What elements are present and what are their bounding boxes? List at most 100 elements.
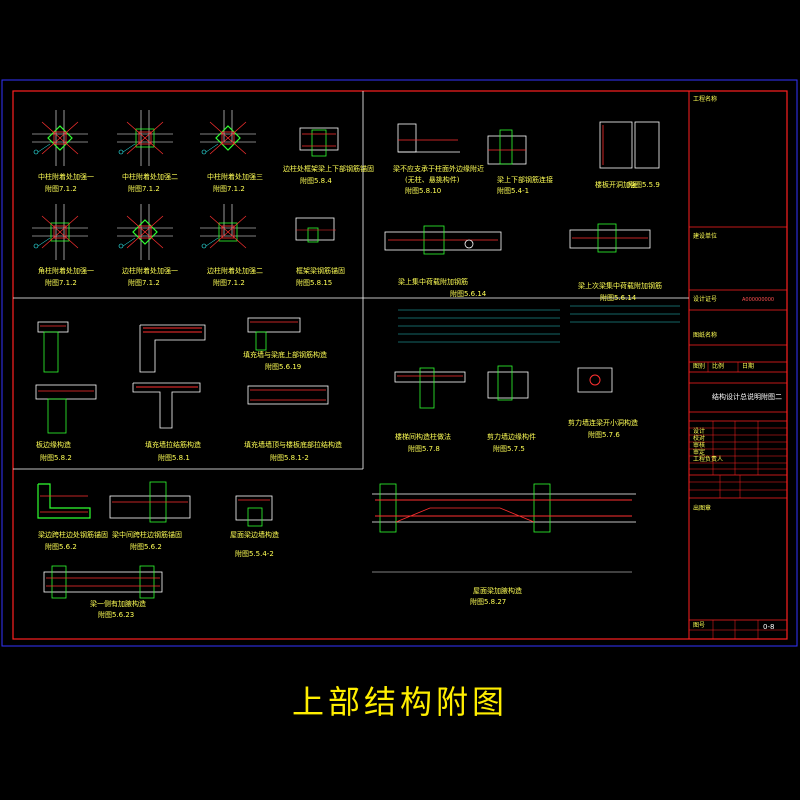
ref-d22: 附图5.6.2	[130, 543, 162, 551]
reinforcement-cage	[138, 131, 152, 145]
leader-dot	[118, 243, 124, 249]
wall-tee	[132, 382, 201, 429]
haunch-bar	[395, 507, 535, 523]
tb-no-label: 图号	[693, 622, 706, 629]
caption-d9: 填充墙与梁底上部钢筋构造	[243, 351, 327, 359]
ref-d25: 附图5.8.27	[470, 598, 507, 606]
wall-corner	[139, 324, 206, 373]
caption-d4: 边柱处框架梁上下部钢筋锚固	[283, 165, 374, 173]
column-section	[50, 222, 70, 242]
slab-tie	[247, 385, 329, 405]
caption-d6: 边柱附着处加强一	[122, 267, 178, 275]
leader-line	[37, 237, 51, 247]
caption-d1: 中柱附着处加强一	[38, 173, 94, 181]
column-section	[218, 222, 238, 242]
opening-frame	[599, 121, 633, 169]
coupling-beam	[577, 367, 613, 393]
tb-date-label: 日期	[742, 363, 755, 370]
ref-d20: 附图5.7.6	[588, 431, 620, 439]
reinforcement-cage	[221, 131, 235, 145]
ref-d23: 附图5.5.4-2	[235, 550, 274, 558]
leader-dot	[33, 243, 39, 249]
reinforcement-cage	[138, 225, 152, 239]
leader-dot	[33, 149, 39, 155]
beam-bottom	[247, 317, 301, 333]
slab-opening	[634, 121, 660, 169]
beam-hole	[589, 374, 601, 386]
edge-column	[37, 483, 91, 519]
leader-dot	[201, 149, 207, 155]
leader-dot	[201, 243, 207, 249]
tb-chart-label: 图别	[693, 363, 706, 370]
column-section	[215, 125, 241, 151]
column-section	[47, 125, 73, 151]
caption-d7: 边柱附着处加强二	[207, 267, 263, 275]
ref-d3: 附图7.1.2	[213, 185, 245, 193]
ref-d21: 附图5.6.2	[45, 543, 77, 551]
sheet-outer-frame	[1, 79, 798, 647]
caption-d11: 填充墙拉结筋构造	[145, 441, 201, 449]
tb-stamp: 出图章	[693, 505, 712, 512]
column-stub	[307, 227, 319, 243]
leader-line	[205, 143, 219, 153]
ref-d13: 附图5.8.10	[405, 187, 442, 195]
leader-line	[37, 143, 51, 153]
ref-d11: 附图5.8.1	[158, 454, 190, 462]
slab	[35, 384, 97, 400]
wall-stub	[43, 331, 59, 373]
slab-edge	[37, 321, 69, 333]
caption-d19: 剪力墙边缘构件	[487, 433, 536, 441]
haunch-bar	[41, 121, 79, 155]
sheet-title: 上部结构附图	[291, 683, 508, 721]
tb-chief: 工程负责人	[693, 456, 724, 463]
construct-column	[419, 367, 435, 409]
caption-d13: 梁不应支承于柱面外边缘附近	[393, 165, 484, 173]
ref-d10: 附图5.8.2	[40, 454, 72, 462]
ref-d16: 附图5.6.14	[450, 290, 487, 298]
caption-d10: 板边缘构造	[36, 441, 71, 449]
column-edge	[397, 123, 417, 153]
ref-d17: 附图5.6.14	[600, 294, 637, 302]
drawing-border	[12, 90, 788, 640]
haunch-bar	[209, 215, 247, 249]
ref-d14: 附图5.4-1	[497, 187, 530, 195]
caption-d16: 梁上集中荷载附加钢筋	[398, 278, 468, 286]
caption-d15: 楼板开洞加强	[595, 181, 637, 189]
haunch-bar	[209, 121, 247, 155]
tb-review: 审核	[693, 442, 706, 449]
leader-line	[122, 237, 136, 247]
caption-d17: 梁上次梁集中荷载附加钢筋	[578, 282, 662, 290]
ref-d8: 附图5.8.15	[296, 279, 333, 287]
wall-stub	[247, 507, 263, 527]
column-section	[135, 128, 155, 148]
caption-d13b: (无柱、悬挑构件)	[405, 176, 460, 184]
main-beam	[384, 231, 502, 251]
stair-beam	[394, 371, 466, 383]
haunch-column-1	[51, 565, 67, 599]
ref-d24: 附图5.6.23	[98, 611, 135, 619]
tb-drawing-label: 图纸名称	[693, 332, 718, 339]
ref-d19: 附图5.7.5	[493, 445, 525, 453]
main-beam-2	[569, 229, 651, 249]
tb-drawing-name: 结构设计总说明附图二	[712, 393, 782, 401]
support-column-2	[533, 483, 551, 533]
reinforcement-cage	[53, 225, 67, 239]
reinforcement-cage	[221, 225, 235, 239]
support-column-1	[379, 483, 397, 533]
tb-check: 校对	[693, 435, 706, 442]
ref-d9: 附图5.6.19	[265, 363, 302, 371]
leader-dot	[118, 149, 124, 155]
ref-d15: 附图5.5.9	[628, 181, 660, 189]
caption-d25: 屋面梁加腋构造	[473, 587, 522, 595]
tb-project-name: 工程名称	[693, 96, 718, 103]
caption-d21: 梁边跨柱边处钢筋锚固	[38, 531, 108, 539]
section-mark	[464, 239, 474, 249]
column-stub	[311, 129, 327, 157]
ref-d18: 附图5.7.8	[408, 445, 440, 453]
title-block-table	[689, 362, 787, 639]
caption-d8: 框架梁钢筋锚固	[296, 267, 345, 275]
caption-d18: 楼梯间构造柱做法	[395, 433, 451, 441]
wall-top	[255, 331, 267, 351]
ref-d5: 附图7.1.2	[45, 279, 77, 287]
